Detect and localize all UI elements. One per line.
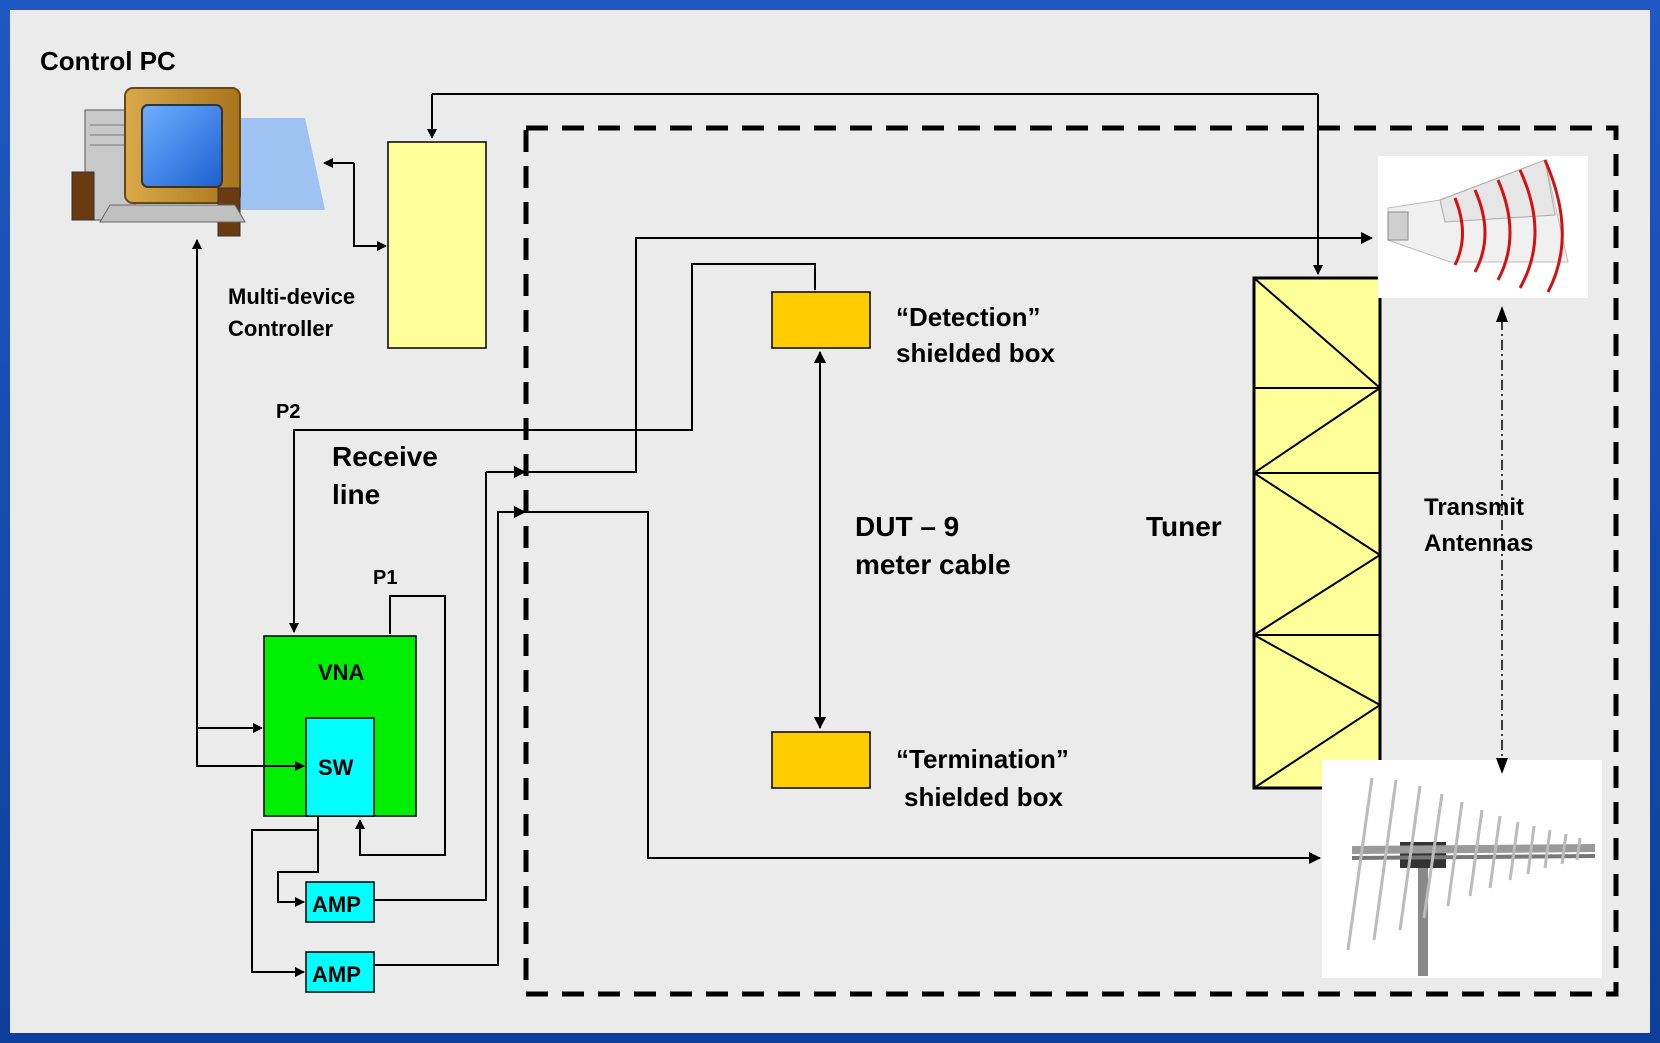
controller-label-line1: Multi-device xyxy=(228,284,355,310)
amp-label-2: AMP xyxy=(312,962,361,988)
detection-label-2: shielded box xyxy=(896,338,1055,369)
tuner-box xyxy=(1254,278,1380,788)
multi-device-controller-box xyxy=(388,142,486,348)
transmit-antennas-label-2: Antennas xyxy=(1424,530,1533,559)
detection-label-1: “Detection” xyxy=(896,302,1040,333)
vna-label: VNA xyxy=(318,660,364,686)
termination-label-1: “Termination” xyxy=(896,744,1069,775)
p1-label: P1 xyxy=(373,566,397,590)
controller-label-line2: Controller xyxy=(228,316,333,342)
sw-label: SW xyxy=(318,755,353,781)
control-pc-label: Control PC xyxy=(40,46,176,77)
log-periodic-antenna-icon xyxy=(1322,760,1602,978)
amp-label-1: AMP xyxy=(312,892,361,918)
horn-antenna-icon xyxy=(1378,156,1588,298)
detection-shielded-box xyxy=(772,292,870,348)
receive-line-label-1: Receive xyxy=(332,440,438,474)
desktop-computer-icon xyxy=(72,88,325,236)
receive-line-label-2: line xyxy=(332,478,380,512)
dut-label-1: DUT – 9 xyxy=(855,510,959,544)
termination-label-2: shielded box xyxy=(904,782,1063,813)
tuner-label: Tuner xyxy=(1146,510,1222,544)
transmit-antennas-label-1: Transmit xyxy=(1424,494,1524,523)
p2-label: P2 xyxy=(276,400,300,424)
termination-shielded-box xyxy=(772,732,870,788)
dut-label-2: meter cable xyxy=(855,548,1011,582)
